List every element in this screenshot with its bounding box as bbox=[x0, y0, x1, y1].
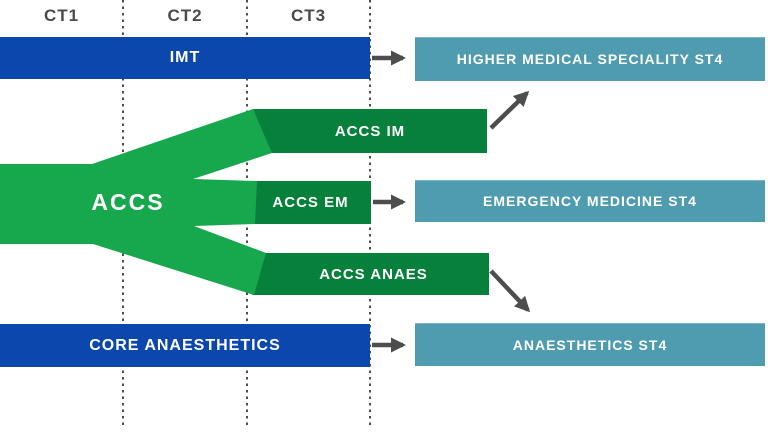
accs-anaes-bar bbox=[252, 253, 489, 295]
accs-em-bar bbox=[250, 181, 371, 224]
emergency-medicine-label: EMERGENCY MEDICINE ST4 bbox=[483, 193, 697, 209]
anaesthetics-st4-box: ANAESTHETICS ST4 bbox=[415, 323, 765, 366]
column-header-ct3: CT3 bbox=[290, 6, 327, 25]
accs-im-bar bbox=[253, 109, 487, 153]
core-anaesthetics-bar: CORE ANAESTHETICS bbox=[0, 324, 370, 367]
higher-medical-speciality-box: HIGHER MEDICAL SPECIALITY ST4 bbox=[415, 37, 765, 81]
accs-trunk-flow bbox=[0, 109, 272, 295]
imt-label: IMT bbox=[169, 49, 201, 66]
emergency-medicine-box: EMERGENCY MEDICINE ST4 bbox=[415, 180, 765, 222]
imt-bar: IMT bbox=[0, 37, 370, 79]
higher-medical-speciality-label: HIGHER MEDICAL SPECIALITY ST4 bbox=[456, 51, 724, 67]
column-header-ct1: CT1 bbox=[43, 6, 80, 25]
anaesthetics-st4-label: ANAESTHETICS ST4 bbox=[512, 336, 668, 353]
core-anaesthetics-label: CORE ANAESTHETICS bbox=[89, 336, 281, 354]
arrow-accs-im-to-higher-medical bbox=[489, 90, 530, 130]
arrow-accs-anaes-to-anaesthetics bbox=[489, 269, 531, 313]
column-header-ct2: CT2 bbox=[167, 6, 203, 25]
